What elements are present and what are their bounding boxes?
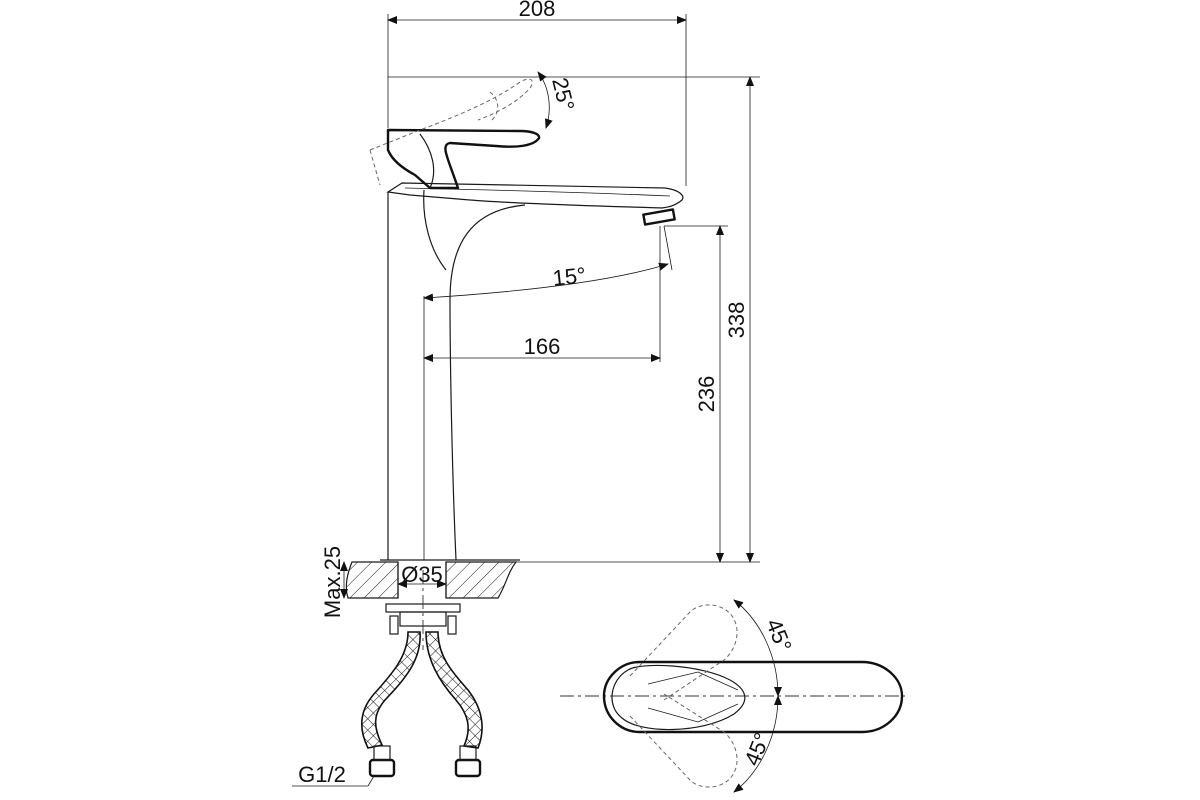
faucet-body-outline	[387, 192, 526, 561]
lever-rotated-right-ghost	[629, 693, 738, 788]
supply-hoses	[361, 631, 483, 778]
counter-section	[345, 561, 518, 599]
dim-lever-rotation-left: 45°	[761, 615, 797, 655]
lever-handle	[386, 128, 541, 190]
hose-nut-left	[368, 758, 396, 778]
handle-top-outline	[602, 660, 904, 734]
mounting-stud-right	[447, 615, 457, 635]
lever-cap-top	[611, 664, 746, 731]
dim-arc-45-left	[733, 599, 782, 697]
hose-nut-right	[454, 758, 482, 778]
faucet-body-inner	[423, 189, 447, 271]
dim-base-diameter: Ø35	[401, 562, 443, 587]
hose-ferrule-right	[459, 745, 477, 761]
dim-spout-angle: 15°	[551, 262, 587, 290]
faucet-top-view: 45° 45°	[560, 599, 905, 793]
dim-arc-15	[423, 262, 669, 302]
counter-hatch-left	[345, 561, 399, 599]
dim-spout-reach: 166	[524, 334, 561, 359]
counter-hatch-right	[445, 561, 518, 599]
dim-arc-25	[537, 71, 553, 129]
lever-rotated-left-ghost	[629, 604, 738, 701]
faucet-side-view	[369, 78, 684, 561]
aerator	[642, 208, 676, 226]
dim-arc-45-right	[733, 695, 782, 793]
lever-cap-inner	[647, 671, 739, 723]
lever-ghost-curve	[489, 91, 499, 121]
dimensions: 208 338 236 166 15° 25° Ø35 Max.25 G1/2	[292, 0, 760, 787]
spout-outline	[386, 182, 684, 209]
leader-g12-tip	[367, 775, 375, 787]
dim-overall-width: 208	[519, 0, 556, 21]
mounting-stud-left	[389, 615, 399, 635]
dim-connection-thread: G1/2	[298, 762, 346, 787]
dim-total-height: 338	[724, 302, 749, 339]
dim-lever-rotation-right: 45°	[739, 729, 775, 769]
ext-line-15	[663, 225, 673, 271]
lever-inner-line	[419, 133, 435, 189]
hose-ferrule-left	[373, 745, 391, 761]
hose-left	[361, 631, 421, 749]
dim-spout-height: 236	[694, 376, 719, 413]
hose-right	[425, 631, 483, 749]
lever-raised-ghost	[369, 78, 533, 186]
dim-lever-tilt-angle: 25°	[547, 75, 579, 113]
dim-max-counter-thickness: Max.25	[320, 546, 345, 618]
